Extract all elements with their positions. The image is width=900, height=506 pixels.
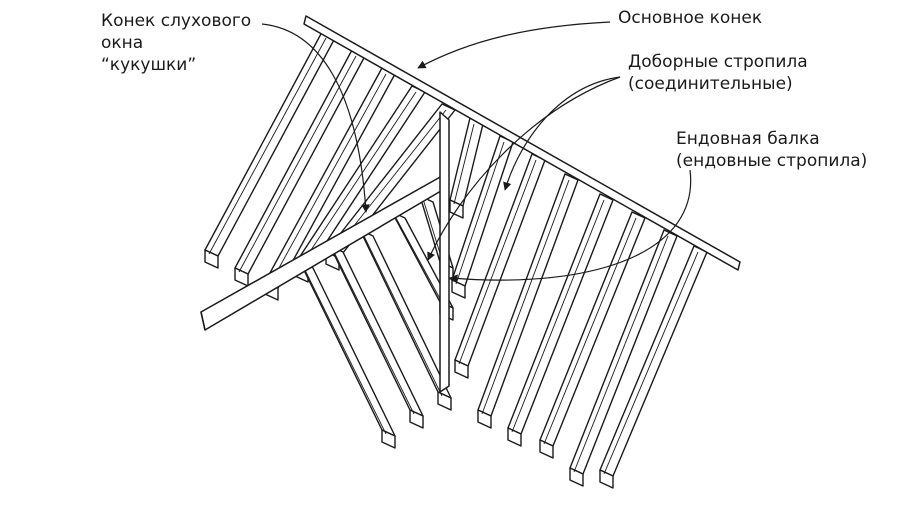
rafter-board <box>507 193 614 447</box>
rafter-end <box>381 429 396 449</box>
rafter-board <box>477 173 579 429</box>
rafter-end <box>569 467 584 487</box>
rafter-edge <box>573 235 669 473</box>
main-ridge-board <box>303 15 741 271</box>
rafter-edge <box>481 179 570 415</box>
label-dormer-ridge-line-3: “кукушки” <box>101 55 197 75</box>
rafter-face <box>449 117 484 207</box>
label-jack-rafters-line-1: Доборные стропила <box>628 52 808 72</box>
rafter-edge <box>395 217 445 307</box>
rafter-edge <box>458 159 537 365</box>
rafter-end <box>409 409 424 429</box>
label-main-ridge: Основное конек <box>618 7 762 29</box>
rafter-edge <box>238 55 357 273</box>
rafter-end <box>477 409 492 429</box>
rafter-end <box>204 249 219 269</box>
label-dormer-ridge: Конек слухового окна “кукушки” <box>101 10 251 76</box>
rafter-end <box>507 427 522 447</box>
dormer-ridge-edge <box>200 311 206 331</box>
rafter-edge <box>208 37 327 255</box>
rafter-end <box>451 279 466 299</box>
rafter-end <box>599 469 614 489</box>
rafter-board <box>569 229 678 487</box>
rafter-edge <box>543 217 637 445</box>
rafter-edge <box>603 251 699 475</box>
rafter-edge <box>303 267 387 435</box>
rafter-board <box>329 245 424 429</box>
rafter-edge <box>333 251 415 415</box>
leader-dormer-ridge <box>261 23 370 213</box>
label-main-ridge-text: Основное конек <box>618 8 763 28</box>
rafter-board <box>539 211 646 459</box>
leader-main-ridge <box>417 21 611 69</box>
label-jack-rafters: Доборные стропила (соединительные) <box>628 51 808 95</box>
label-valley-beam-line-1: Ендовная балка <box>676 129 820 149</box>
leader-arrows-group <box>261 21 692 283</box>
leader-valley-beam <box>449 169 692 283</box>
label-valley-beam-line-2: (ендовные стропила) <box>676 151 868 171</box>
rafter-edge <box>268 73 387 287</box>
valley-beam <box>439 111 450 393</box>
rafter-edge <box>453 123 475 205</box>
label-dormer-ridge-line-1: Конек слухового <box>101 11 252 31</box>
rafter-board <box>299 261 396 449</box>
ridge-and-valley-group <box>200 15 741 393</box>
label-jack-rafters-line-2: (соединительные) <box>628 74 793 94</box>
rafter-end <box>454 359 469 379</box>
rafter-edge <box>455 141 505 285</box>
rafter-edge <box>363 235 443 397</box>
rafter-end <box>437 391 452 411</box>
label-dormer-ridge-line-2: окна <box>101 33 144 53</box>
leader-jack-rafter-1 <box>503 76 621 191</box>
rafter-edge <box>511 199 605 433</box>
leader-jack-rafter-2 <box>427 76 621 261</box>
rafter-edge <box>298 91 417 269</box>
label-valley-beam: Ендовная балка (ендовные стропила) <box>676 128 867 172</box>
rafter-end <box>539 439 554 459</box>
